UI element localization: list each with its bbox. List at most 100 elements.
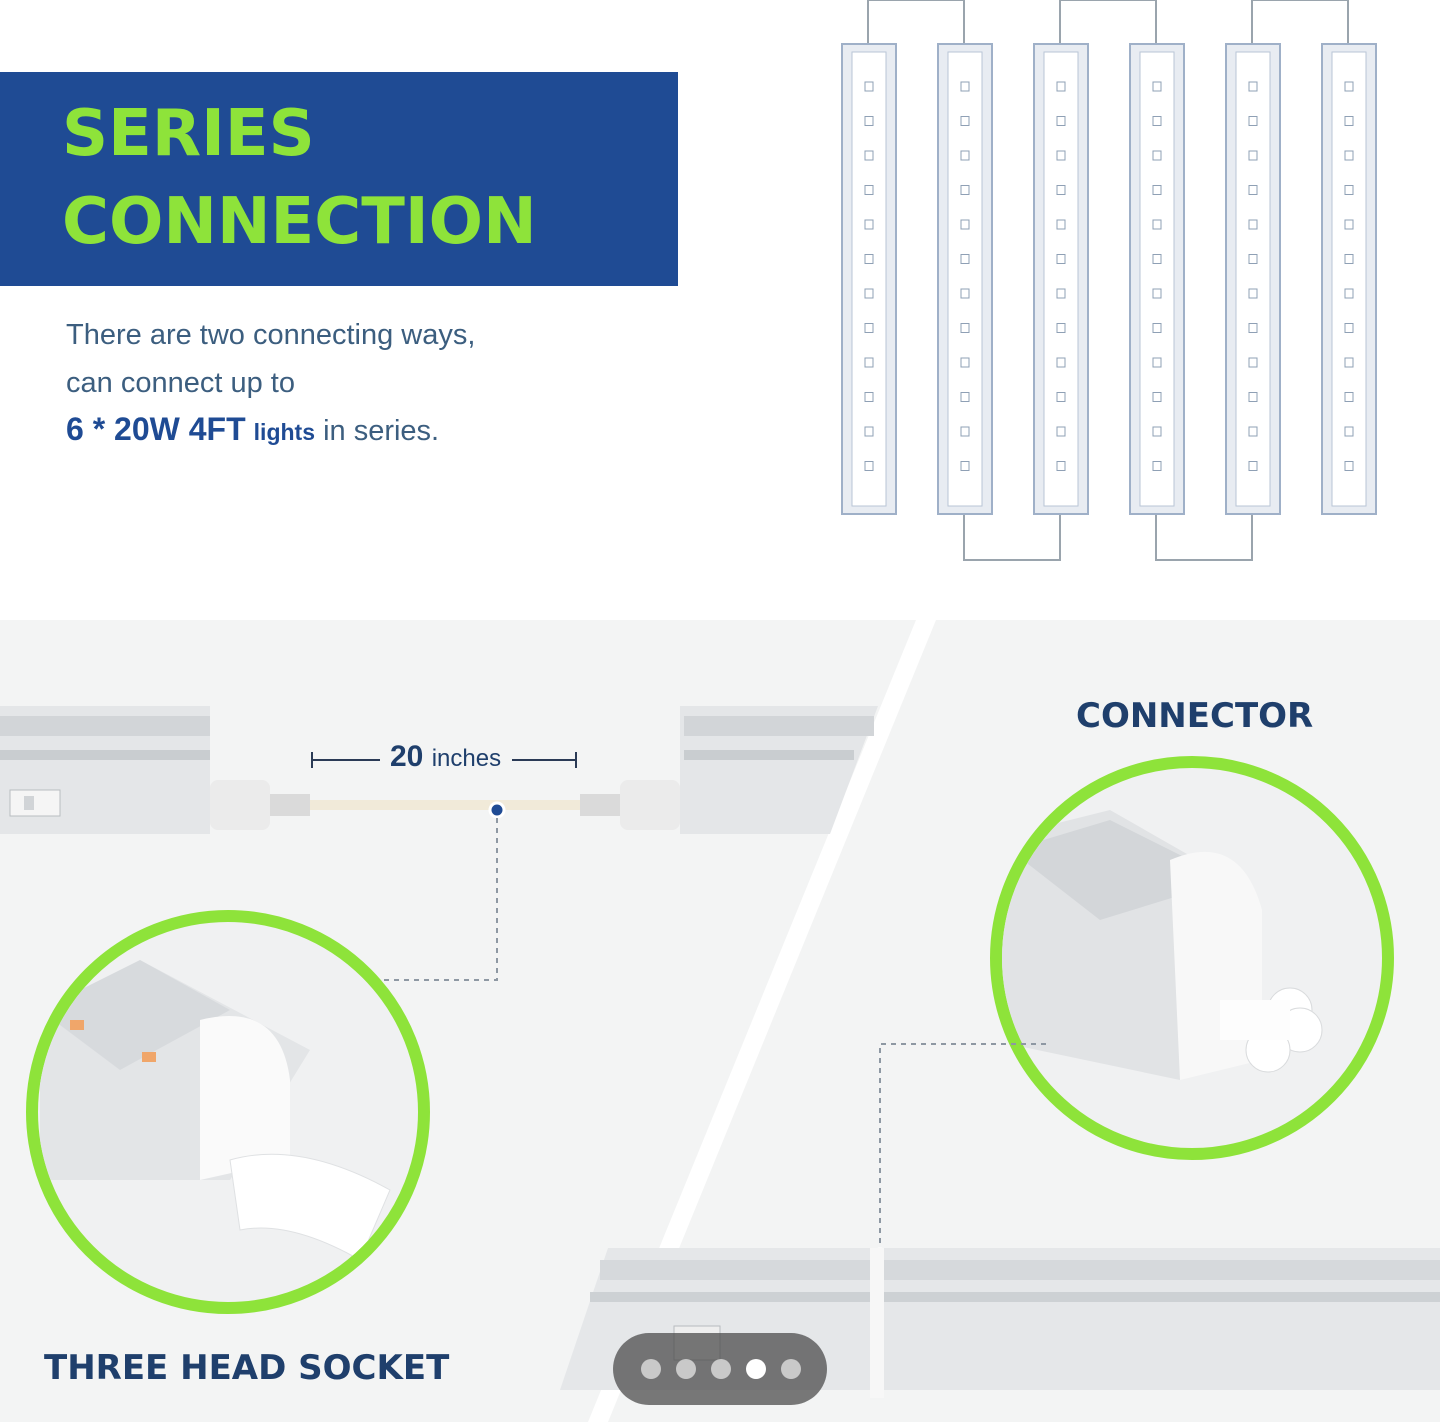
led-chip xyxy=(1152,116,1162,126)
led-chip xyxy=(1344,150,1354,161)
carousel-dot-active[interactable] xyxy=(746,1359,766,1379)
led-chip xyxy=(1056,116,1066,126)
detail-illustration xyxy=(0,620,1440,1422)
led-chip xyxy=(1056,81,1066,92)
led-chip xyxy=(1056,323,1066,333)
led-chip xyxy=(1248,392,1258,402)
spec-lights: lights xyxy=(253,419,316,445)
led-chip xyxy=(1248,185,1258,195)
led-chip xyxy=(1248,254,1258,264)
title-line-2: CONNECTION xyxy=(62,185,537,259)
led-chip xyxy=(960,461,970,471)
led-tube-lens xyxy=(1139,51,1175,507)
led-chip xyxy=(1152,288,1162,299)
led-chip xyxy=(1248,81,1258,92)
carousel-indicator xyxy=(613,1333,827,1405)
led-chip xyxy=(960,81,970,92)
led-chip xyxy=(1152,426,1162,437)
led-chip xyxy=(864,357,874,368)
distance-value: 20 xyxy=(390,740,424,773)
led-chip xyxy=(1056,254,1066,264)
spec-rest: in series. xyxy=(315,415,440,447)
led-chip xyxy=(1152,392,1162,402)
led-chip xyxy=(864,150,874,161)
led-chip xyxy=(960,392,970,402)
led-chip xyxy=(1248,323,1258,333)
distance-label: 20 inches xyxy=(390,740,501,774)
carousel-dot[interactable] xyxy=(711,1359,731,1379)
led-chip xyxy=(960,288,970,299)
led-chip xyxy=(1152,323,1162,333)
led-chip xyxy=(1344,426,1354,437)
led-chip xyxy=(1344,254,1354,264)
led-chip xyxy=(1248,116,1258,126)
led-chip xyxy=(1344,357,1354,368)
led-chip xyxy=(1152,81,1162,92)
description-line-2: can connect up to xyxy=(66,367,295,399)
carousel-dot[interactable] xyxy=(641,1359,661,1379)
led-chip xyxy=(1152,150,1162,161)
led-chip xyxy=(960,254,970,264)
led-chip xyxy=(1056,288,1066,299)
led-chip xyxy=(960,116,970,126)
led-chip xyxy=(1248,357,1258,368)
led-chip xyxy=(1248,461,1258,471)
led-chip xyxy=(1152,357,1162,368)
led-chip xyxy=(1344,81,1354,92)
led-chip xyxy=(960,150,970,161)
led-chip xyxy=(864,461,874,471)
led-chip xyxy=(1152,461,1162,471)
led-chip xyxy=(1056,219,1066,230)
led-chip xyxy=(960,185,970,195)
led-tube-lens xyxy=(1043,51,1079,507)
led-chip xyxy=(1344,219,1354,230)
led-tube-lens xyxy=(851,51,887,507)
led-tube-lens xyxy=(1331,51,1367,507)
led-chip xyxy=(1344,323,1354,333)
description-line-1: There are two connecting ways, xyxy=(66,319,476,351)
bottom-panel xyxy=(0,620,1440,1422)
led-chip xyxy=(960,357,970,368)
led-chip xyxy=(1344,461,1354,471)
led-chip xyxy=(864,426,874,437)
led-chip xyxy=(960,426,970,437)
carousel-dot[interactable] xyxy=(781,1359,801,1379)
led-chip xyxy=(960,219,970,230)
connector-label: CONNECTOR xyxy=(1076,696,1314,736)
led-chip xyxy=(960,323,970,333)
led-chip xyxy=(1344,392,1354,402)
led-chip xyxy=(864,81,874,92)
description-line-3: 6 * 20W 4FT lights in series. xyxy=(66,410,439,449)
led-chip xyxy=(864,254,874,264)
top-panel: SERIES CONNECTION There are two connecti… xyxy=(0,0,1440,620)
led-chip xyxy=(1248,426,1258,437)
led-chip xyxy=(1152,254,1162,264)
led-chip xyxy=(1152,185,1162,195)
led-chip xyxy=(1248,150,1258,161)
led-chip xyxy=(1344,288,1354,299)
distance-unit: inches xyxy=(431,745,502,772)
led-chip xyxy=(1056,357,1066,368)
led-chip xyxy=(864,323,874,333)
led-chip xyxy=(1344,185,1354,195)
led-chip xyxy=(864,116,874,126)
led-chip xyxy=(1056,392,1066,402)
led-chip xyxy=(864,219,874,230)
led-tube-lens xyxy=(947,51,983,507)
socket-label: THREE HEAD SOCKET xyxy=(44,1348,450,1388)
title-line-1: SERIES xyxy=(62,97,315,171)
series-tubes-illustration xyxy=(841,0,1377,561)
led-chip xyxy=(1056,426,1066,437)
led-chip xyxy=(1056,150,1066,161)
led-chip xyxy=(864,288,874,299)
led-chip xyxy=(1056,461,1066,471)
led-chip xyxy=(864,392,874,402)
spec-highlight: 6 * 20W 4FT xyxy=(66,411,246,447)
led-chip xyxy=(1248,219,1258,230)
carousel-dot[interactable] xyxy=(676,1359,696,1379)
led-chip xyxy=(1344,116,1354,126)
led-chip xyxy=(1248,288,1258,299)
led-chip xyxy=(864,185,874,195)
title-banner xyxy=(0,72,678,286)
led-chip xyxy=(1152,219,1162,230)
